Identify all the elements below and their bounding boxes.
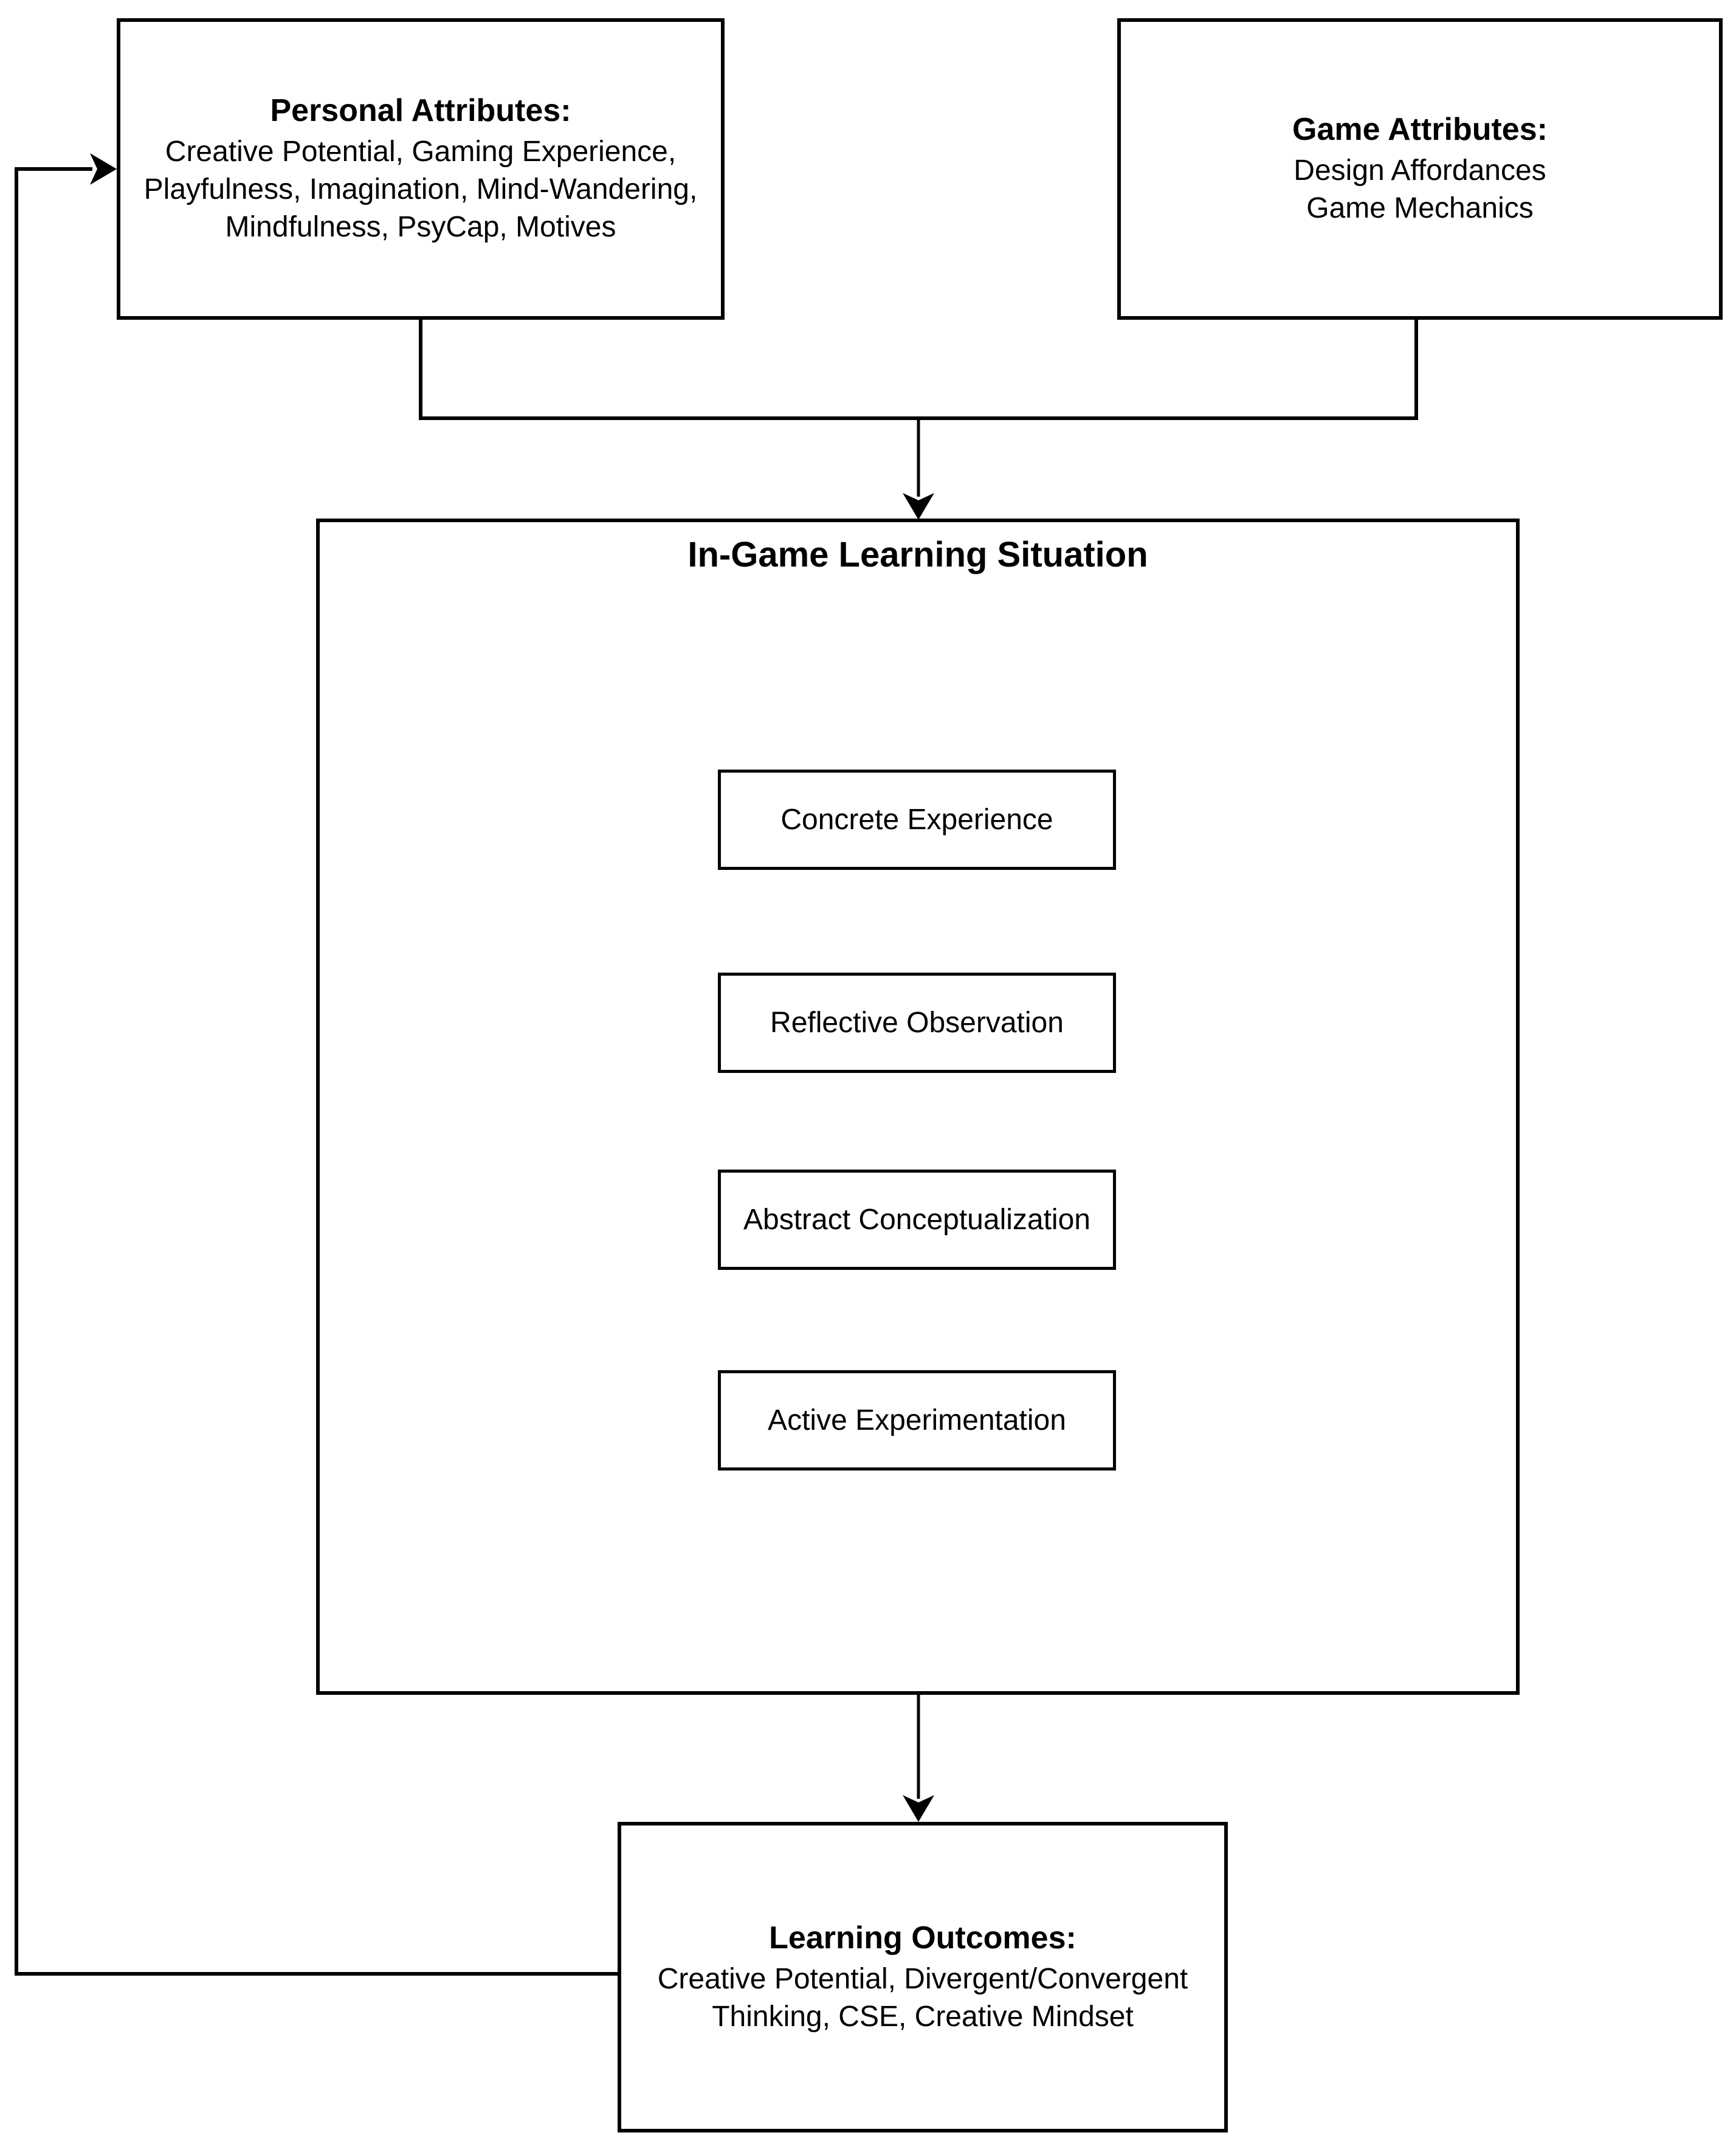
outcomes-feedback-line: [15, 167, 618, 1976]
to-ingame-arrowhead-icon: [903, 493, 934, 520]
learning-outcomes-body: Creative Potential, Divergent/Convergent…: [657, 1962, 1188, 2033]
concrete-experience-box: Concrete Experience: [718, 770, 1116, 870]
abstract-conceptualization-box: Abstract Conceptualization: [718, 1170, 1116, 1270]
active-experimentation-label: Active Experimentation: [768, 1404, 1066, 1436]
abstract-conceptualization-label: Abstract Conceptualization: [743, 1203, 1090, 1236]
concrete-experience-label: Concrete Experience: [780, 803, 1053, 836]
game-attributes-body: Design Affordances Game Mechanics: [1293, 154, 1546, 224]
ingame-learning-situation-title: In-Game Learning Situation: [687, 535, 1148, 574]
learning-outcomes-title: Learning Outcomes:: [769, 1920, 1076, 1956]
ingame-learning-situation-box: [316, 519, 1520, 1695]
learning-outcomes-box: Learning Outcomes: Creative Potential, D…: [618, 1822, 1228, 2132]
personal-attributes-box: Personal Attributes: Creative Potential,…: [117, 18, 725, 320]
game-attributes-title: Game Attributes:: [1292, 112, 1548, 147]
ingame-to-outcomes-arrowhead-icon: [903, 1795, 934, 1822]
outcomes-feedback-arrowhead-icon: [90, 153, 117, 185]
personal-attributes-title: Personal Attributes:: [270, 93, 571, 128]
game-attributes-box: Game Attributes: Design Affordances Game…: [1117, 18, 1723, 320]
active-experimentation-box: Active Experimentation: [718, 1370, 1116, 1470]
personal-attributes-body: Creative Potential, Gaming Experience, P…: [143, 136, 698, 243]
reflective-observation-label: Reflective Observation: [770, 1006, 1064, 1039]
reflective-observation-box: Reflective Observation: [718, 973, 1116, 1073]
